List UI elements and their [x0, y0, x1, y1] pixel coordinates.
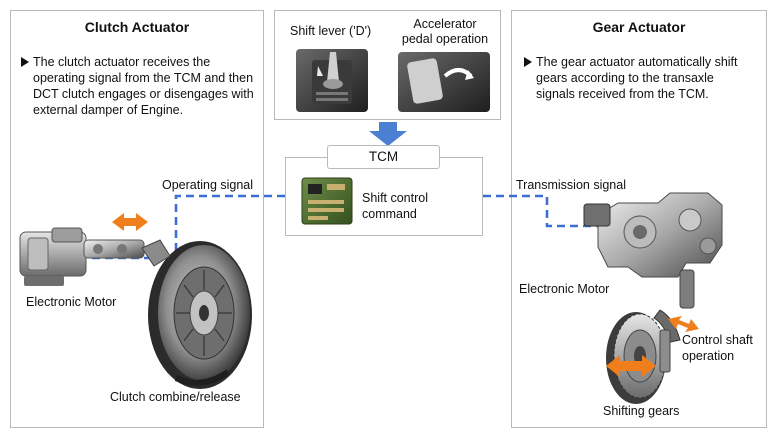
- operating-signal-label: Operating signal: [162, 178, 254, 192]
- gear-actuator-description: The gear actuator automatically shift ge…: [524, 54, 756, 102]
- double-arrow-diagonal-icon: [668, 316, 699, 332]
- clutch-combine-release-label: Clutch combine/release: [110, 390, 241, 404]
- clutch-actuator-panel: Clutch Actuator The clutch actuator rece…: [10, 10, 264, 428]
- down-arrow-icon: [369, 122, 407, 146]
- double-arrow-horizontal-icon: [112, 213, 148, 231]
- shift-lever-photo: [296, 49, 368, 112]
- clutch-actuator-title: Clutch Actuator: [84, 19, 190, 35]
- tcm-title: TCM: [327, 145, 440, 169]
- control-shaft-operation-label: Control shaft operation: [682, 333, 753, 363]
- clutch-disc-image: [148, 241, 252, 389]
- bullet-triangle-icon: [524, 57, 532, 67]
- clutch-electronic-motor-label: Electronic Motor: [26, 295, 117, 309]
- bullet-triangle-icon: [21, 57, 29, 67]
- gear-electronic-motor-label: Electronic Motor: [519, 282, 610, 296]
- transmission-signal-label: Transmission signal: [516, 178, 626, 192]
- clutch-actuator-description: The clutch actuator receives the operati…: [21, 54, 261, 118]
- shift-control-command-label: Shift control command: [362, 191, 429, 221]
- gear-description-text: The gear actuator automatically shift ge…: [536, 55, 738, 101]
- accelerator-pedal-photo: [398, 52, 490, 112]
- gear-actuator-image: [583, 192, 723, 309]
- gear-actuator-title: Gear Actuator: [592, 19, 686, 35]
- transmission-signal-line: [483, 194, 602, 228]
- shift-lever-label: Shift lever ('D'): [290, 24, 372, 38]
- double-arrow-horizontal-icon: [606, 355, 656, 377]
- tcm-module-image: [301, 177, 353, 225]
- accelerator-pedal-label: Accelerator pedal operation: [401, 17, 489, 46]
- clutch-motor-image: [19, 227, 171, 286]
- clutch-description-text: The clutch actuator receives the operati…: [33, 55, 254, 117]
- shifting-gears-label: Shifting gears: [603, 404, 680, 418]
